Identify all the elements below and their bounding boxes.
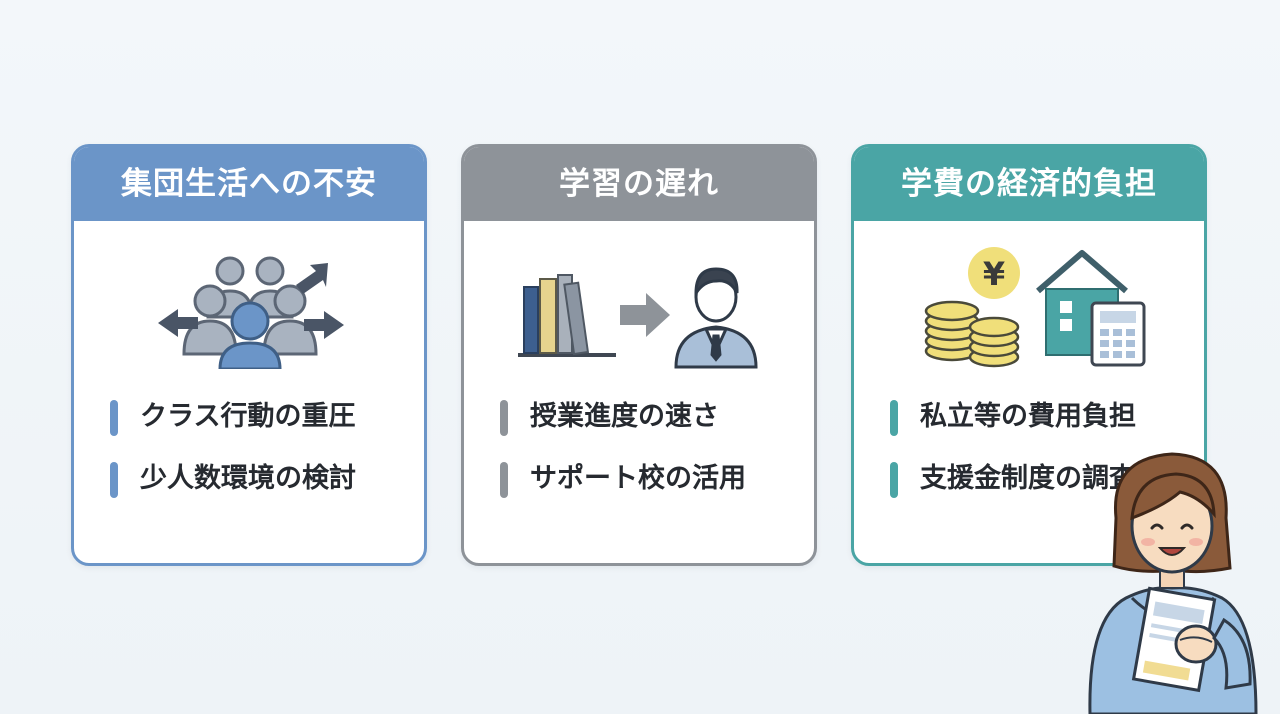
card-title: 学費の経済的負担 — [854, 147, 1204, 221]
list-item: 授業進度の速さ — [500, 400, 804, 436]
card-group-life-anxiety: 集団生活への不安 クラス行動の重圧 少人数環境の検討 — [71, 144, 427, 566]
card-tuition-burden: 学費の経済的負担 ¥ 私立等の費用負担 — [851, 144, 1207, 566]
yen-coins-house-calculator-icon: ¥ — [924, 247, 1146, 368]
woman-holding-document-illustration — [1088, 452, 1258, 714]
books-to-businessman-icon — [518, 267, 758, 369]
list-item: サポート校の活用 — [500, 462, 804, 498]
list-item: クラス行動の重圧 — [110, 400, 414, 436]
bullet-bar — [500, 462, 508, 498]
bullet-bar — [890, 400, 898, 436]
card-learning-delay: 学習の遅れ 授業進度の速さ サポート校の活用 — [461, 144, 817, 566]
list-item: 私立等の費用負担 — [890, 400, 1194, 436]
bullet-bar — [500, 400, 508, 436]
card-title: 学習の遅れ — [464, 147, 814, 221]
yen-symbol: ¥ — [983, 255, 1005, 293]
bullet-bar — [110, 462, 118, 498]
bullet-bar — [110, 400, 118, 436]
list-item: 支援金制度の調査 — [890, 462, 1194, 498]
card-title: 集団生活への不安 — [74, 147, 424, 221]
bullet-list: 私立等の費用負担 支援金制度の調査 — [890, 400, 1194, 526]
bullet-bar — [890, 462, 898, 498]
bullet-list: 授業進度の速さ サポート校の活用 — [500, 400, 804, 526]
list-item: 少人数環境の検討 — [110, 462, 414, 498]
group-people-arrows-icon — [158, 256, 344, 369]
bullet-list: クラス行動の重圧 少人数環境の検討 — [110, 400, 414, 526]
